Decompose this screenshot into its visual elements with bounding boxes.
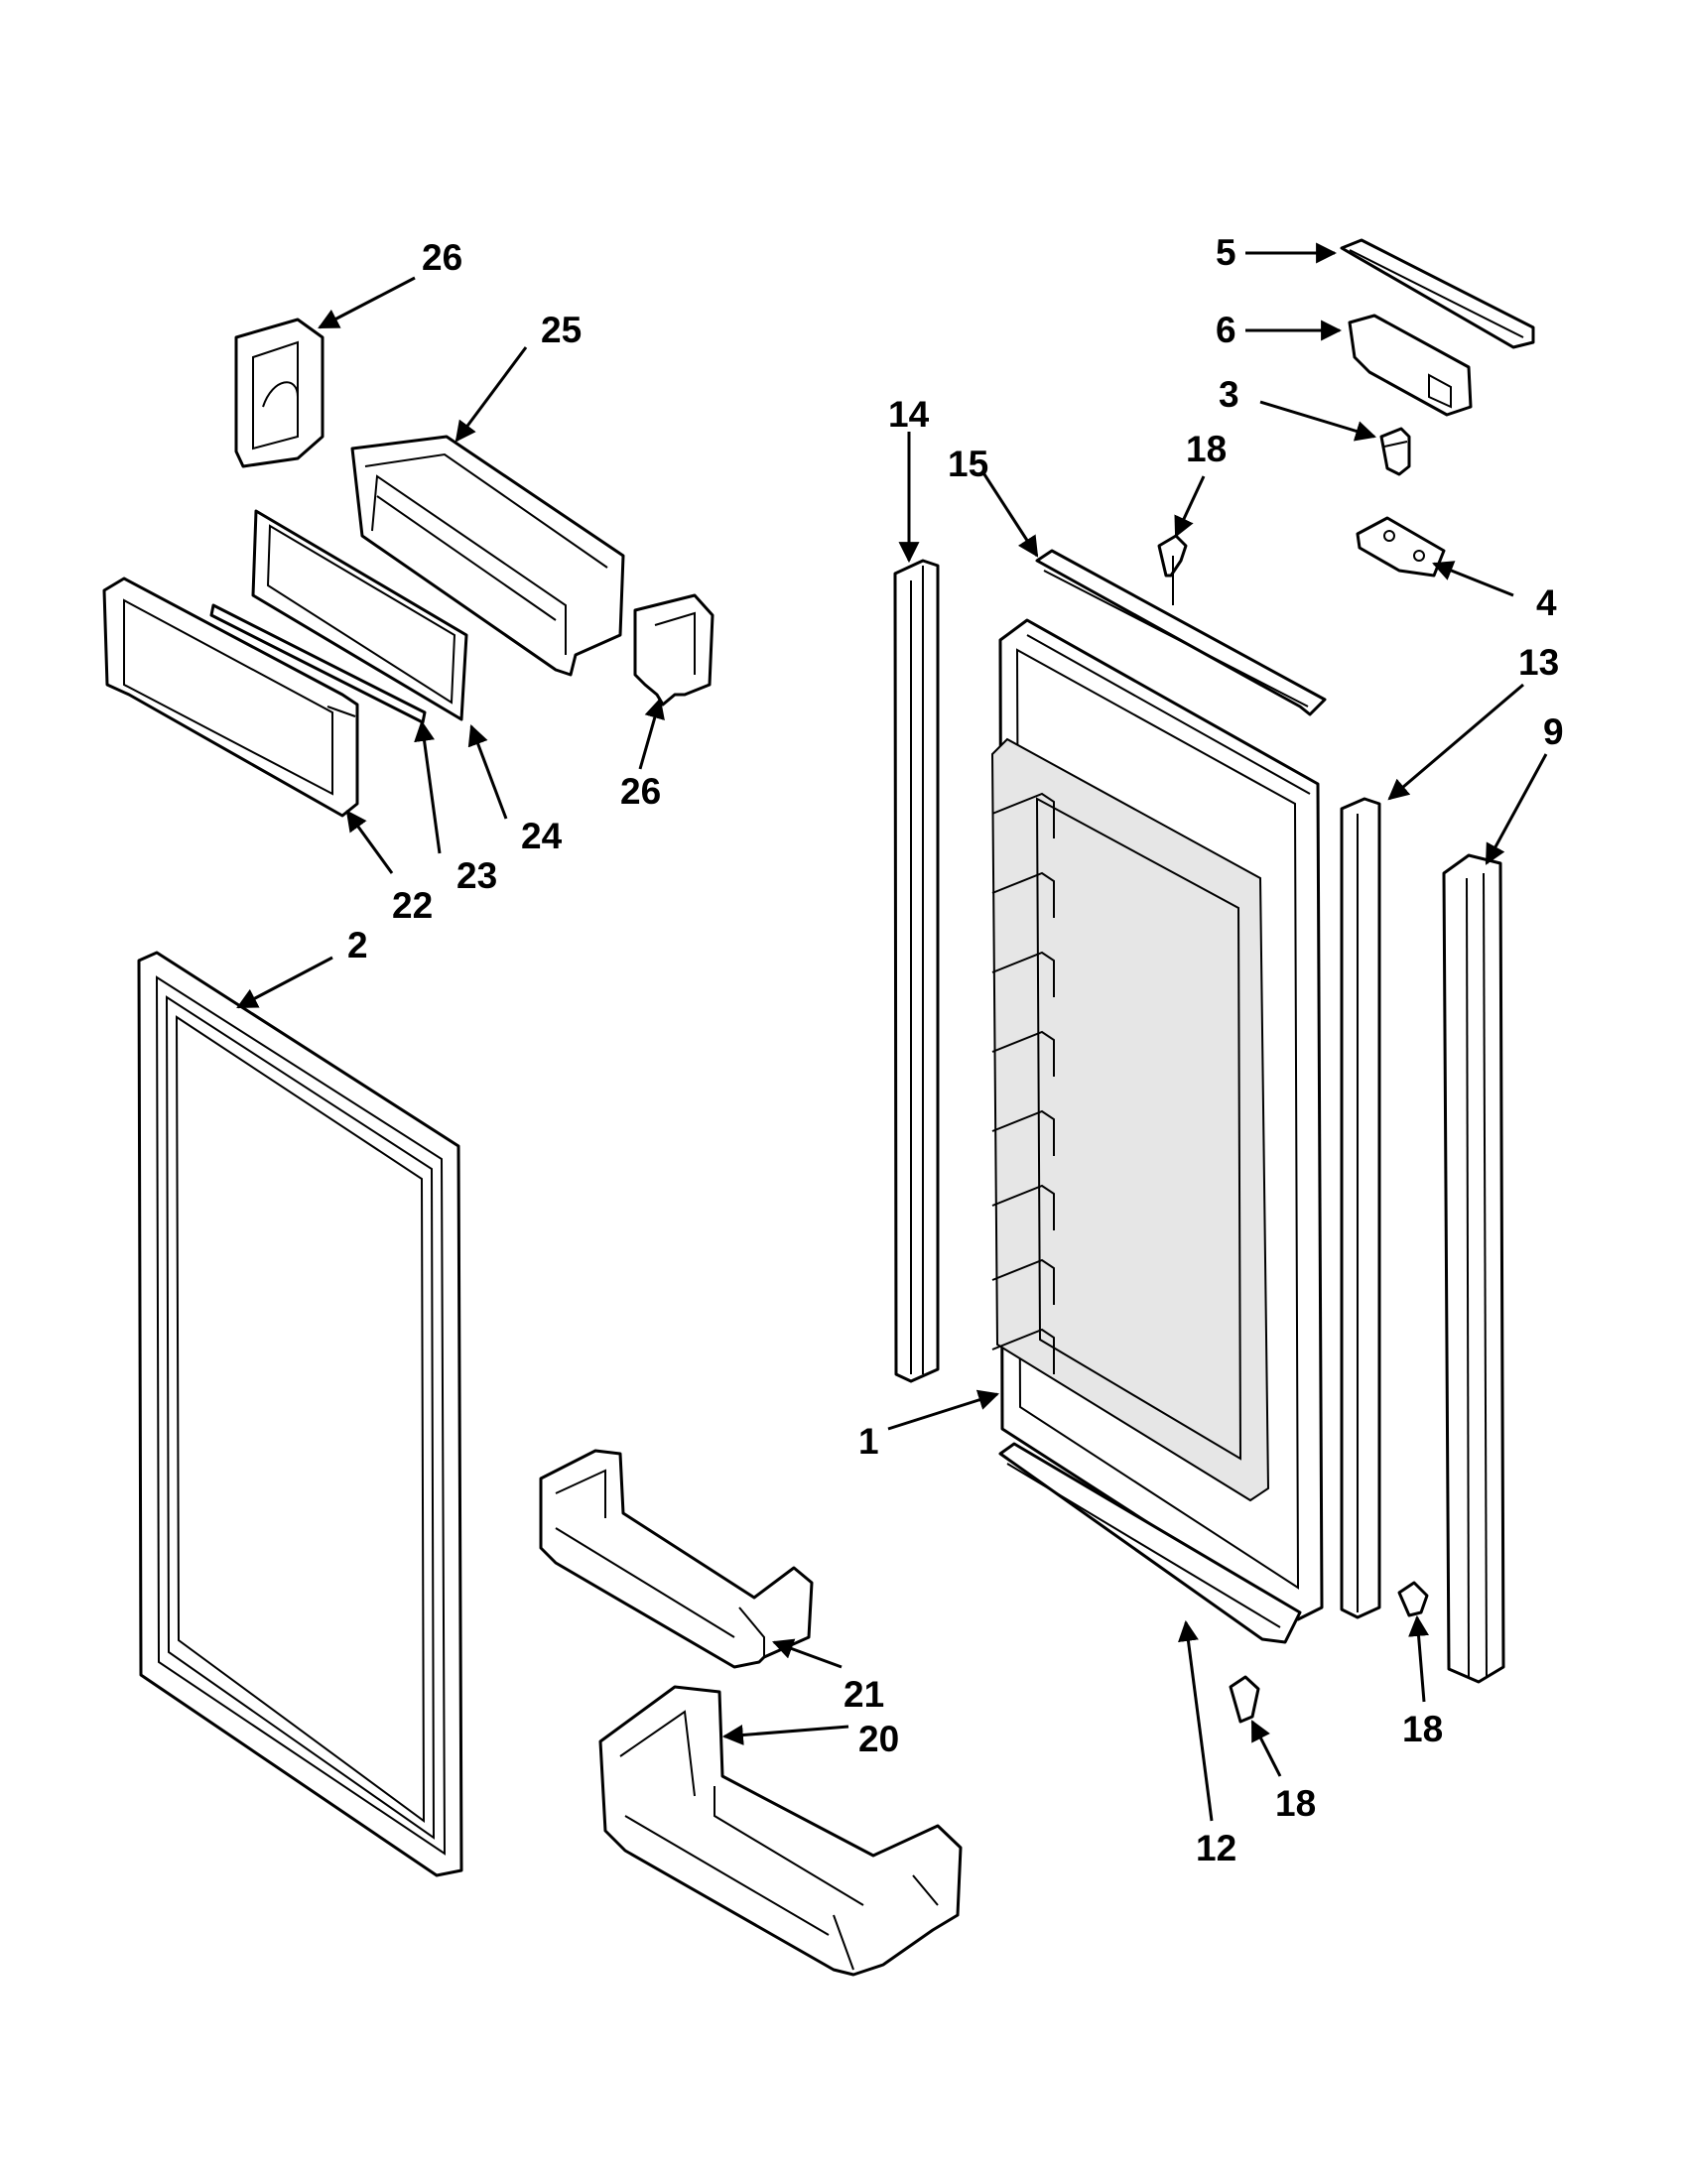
callout-9: 9 bbox=[1543, 711, 1564, 752]
callout-18-right: 18 bbox=[1402, 1709, 1443, 1749]
callout-25: 25 bbox=[541, 310, 582, 350]
callout-5: 5 bbox=[1216, 232, 1236, 273]
door-shelf-rails bbox=[991, 792, 1055, 1374]
part-24-basket-gasket bbox=[251, 509, 468, 721]
part-26-upper-bracket bbox=[234, 318, 325, 468]
part-18-screw-bottom bbox=[1229, 1675, 1260, 1724]
part-18-screw-right bbox=[1397, 1581, 1429, 1617]
part-4-hinge-bracket bbox=[1356, 516, 1446, 578]
callout-4: 4 bbox=[1536, 582, 1557, 623]
part-20-large-door-bin bbox=[598, 1685, 963, 1977]
callout-12: 12 bbox=[1196, 1828, 1236, 1868]
part-9-hinge-side-trim bbox=[1442, 853, 1505, 1684]
callout-2: 2 bbox=[347, 925, 368, 965]
callout-6: 6 bbox=[1216, 310, 1236, 350]
part-26-lower-bracket bbox=[633, 593, 714, 707]
callout-20: 20 bbox=[858, 1719, 899, 1759]
callout-26-top: 26 bbox=[422, 237, 462, 278]
part-15-top-channel bbox=[1035, 549, 1327, 716]
part-5-top-cap bbox=[1340, 238, 1535, 349]
callout-18-top: 18 bbox=[1186, 429, 1227, 469]
part-12-bottom-channel bbox=[998, 1442, 1302, 1644]
part-25-basket-frame bbox=[350, 435, 625, 677]
callout-3: 3 bbox=[1219, 374, 1239, 415]
callout-26-bottom: 26 bbox=[620, 771, 661, 812]
callout-15: 15 bbox=[948, 444, 988, 484]
part-13-right-strip bbox=[1340, 797, 1381, 1619]
leader-lines bbox=[236, 242, 1548, 1822]
part-2-door-gasket bbox=[137, 951, 463, 1877]
part-3-hinge-pin bbox=[1379, 427, 1411, 476]
part-22-basket-front bbox=[102, 577, 359, 818]
callout-13: 13 bbox=[1518, 642, 1559, 683]
callout-23: 23 bbox=[456, 855, 497, 896]
callout-1: 1 bbox=[858, 1421, 879, 1462]
callout-18-bottom: 18 bbox=[1275, 1783, 1316, 1824]
callout-21: 21 bbox=[844, 1674, 884, 1715]
callout-22: 22 bbox=[392, 885, 433, 926]
part-1-door-liner bbox=[990, 618, 1324, 1621]
callout-24: 24 bbox=[521, 816, 563, 856]
part-18-screw-top bbox=[1157, 534, 1188, 605]
part-14-left-strip bbox=[893, 559, 940, 1383]
callout-14: 14 bbox=[888, 394, 930, 435]
callout-labels: 26 25 5 6 3 14 15 18 4 13 9 26 24 23 22 … bbox=[347, 232, 1564, 1868]
part-21-small-door-bin bbox=[539, 1449, 814, 1669]
part-6-hinge-cover bbox=[1348, 314, 1473, 417]
